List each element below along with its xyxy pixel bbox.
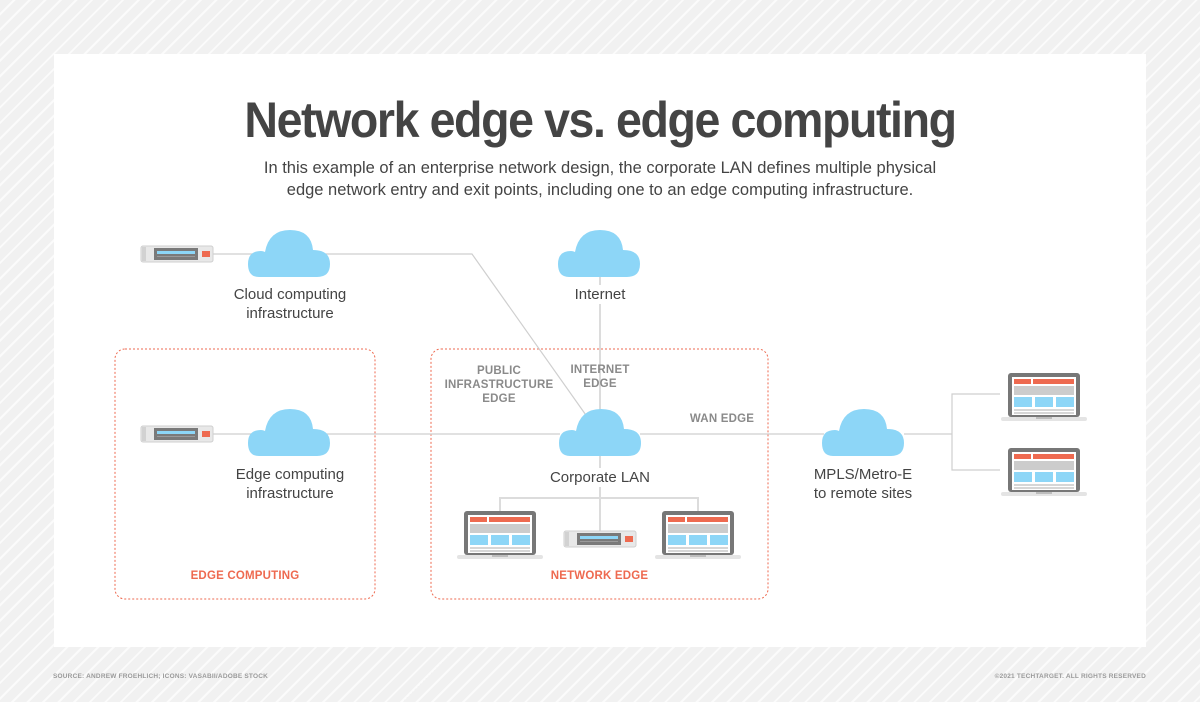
mpls-label: MPLS/Metro-E to remote sites	[783, 465, 943, 503]
link-remote-sites	[951, 393, 1000, 471]
corporate-lan-label: Corporate LAN	[530, 468, 670, 487]
lan-laptop-right-icon	[655, 511, 741, 559]
edge-computing-label-line1: Edge computing	[235, 466, 345, 483]
edge-computing-label-line2: infrastructure	[246, 485, 334, 502]
internet-cloud-icon	[558, 230, 640, 277]
internet-label: Internet	[540, 285, 660, 304]
cloud-computing-cloud-icon	[248, 230, 330, 277]
remote-laptop-top-icon	[1001, 373, 1087, 421]
edge-computing-zone-label: EDGE COMPUTING	[190, 570, 300, 582]
link-devices-bus	[499, 497, 699, 511]
mpls-label-line1: MPLS/Metro-E	[813, 466, 913, 483]
subtitle-line-1: In this example of an enterprise network…	[263, 159, 937, 177]
edge-computing-cloud-icon	[248, 409, 330, 456]
edge-server-icon	[140, 425, 214, 443]
corporate-lan-cloud-icon	[559, 409, 641, 456]
source-credit: SOURCE: ANDREW FROEHLICH; ICONS: VASABII…	[53, 673, 269, 680]
page-title: Network edge vs. edge computing	[244, 92, 957, 148]
internet-edge-line2: EDGE	[583, 378, 617, 390]
public-edge-line1: PUBLIC	[476, 365, 521, 377]
internet-edge-label: INTERNET EDGE	[560, 363, 640, 391]
public-edge-line2: INFRASTRUCTURE	[444, 379, 554, 391]
page-subtitle: In this example of an enterprise network…	[200, 157, 1000, 201]
mpls-label-line2: to remote sites	[813, 485, 913, 502]
remote-laptop-bottom-icon	[1001, 448, 1087, 496]
mpls-cloud-icon	[822, 409, 904, 456]
edge-computing-zone	[114, 348, 376, 600]
cloud-computing-label-line1: Cloud computing	[233, 286, 347, 303]
network-edge-zone	[430, 348, 769, 600]
cloud-computing-label: Cloud computing infrastructure	[190, 285, 390, 323]
cloud-server-icon	[140, 245, 214, 263]
lan-laptop-left-icon	[457, 511, 543, 559]
lan-server-icon	[563, 530, 637, 548]
copyright-notice: ©2021 TECHTARGET. ALL RIGHTS RESERVED	[994, 673, 1146, 680]
internet-edge-line1: INTERNET	[570, 364, 630, 376]
cloud-computing-label-line2: infrastructure	[246, 305, 334, 322]
wan-edge-label: WAN EDGE	[689, 413, 755, 425]
edge-computing-label: Edge computing infrastructure	[190, 465, 390, 503]
network-edge-zone-label: NETWORK EDGE	[550, 570, 649, 582]
subtitle-line-2: edge network entry and exit points, incl…	[286, 181, 914, 199]
public-infrastructure-edge-label: PUBLIC INFRASTRUCTURE EDGE	[440, 364, 558, 406]
public-edge-line3: EDGE	[482, 393, 516, 405]
